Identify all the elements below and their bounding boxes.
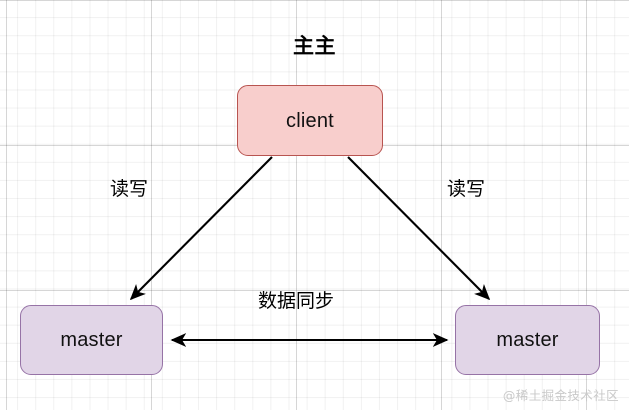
watermark: @稀土掘金技术社区: [502, 388, 619, 403]
edge-label-read-write-right: 读写: [447, 178, 486, 200]
edge-label-read-write-left: 读写: [110, 178, 149, 200]
node-master-left-label: master: [60, 329, 123, 351]
edge-label-data-sync: 数据同步: [258, 290, 335, 312]
node-client[interactable]: client: [237, 85, 383, 156]
node-master-left[interactable]: master: [20, 305, 163, 375]
edge-client-to-master-left: [129, 156, 273, 301]
node-client-label: client: [286, 109, 334, 132]
edge-client-to-master-right: [347, 156, 491, 301]
node-master-right-label: master: [496, 329, 559, 351]
diagram-title: 主主: [293, 34, 336, 58]
node-master-right[interactable]: master: [455, 305, 600, 375]
